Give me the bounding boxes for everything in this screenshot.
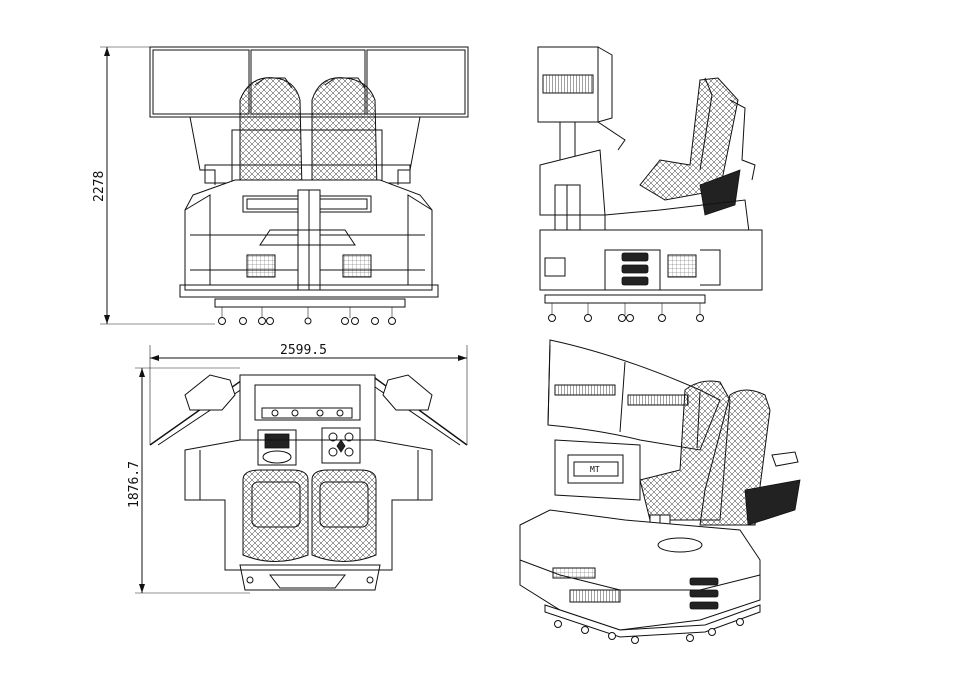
front-base [179, 179, 439, 298]
side-seat [639, 77, 756, 216]
height-label: 2278 [92, 171, 107, 202]
depth-label: 1876.7 [127, 461, 142, 508]
iso-seats [639, 380, 801, 526]
front-seats [231, 77, 383, 191]
iso-base [519, 509, 761, 638]
top-seats [242, 469, 377, 562]
width-dimension: 2599.5 [149, 343, 468, 445]
top-view: 2599.5 1876.7 [127, 343, 468, 594]
height-dimension: 2278 [92, 46, 215, 325]
front-monitors [149, 46, 469, 118]
side-base [539, 229, 763, 322]
badge-label: MT [590, 465, 600, 474]
front-view: 2278 [92, 46, 469, 325]
isometric-view: MT [519, 339, 801, 644]
width-label: 2599.5 [280, 343, 327, 358]
depth-dimension: 1876.7 [127, 367, 250, 594]
front-platform [214, 298, 406, 325]
side-view [537, 46, 763, 322]
